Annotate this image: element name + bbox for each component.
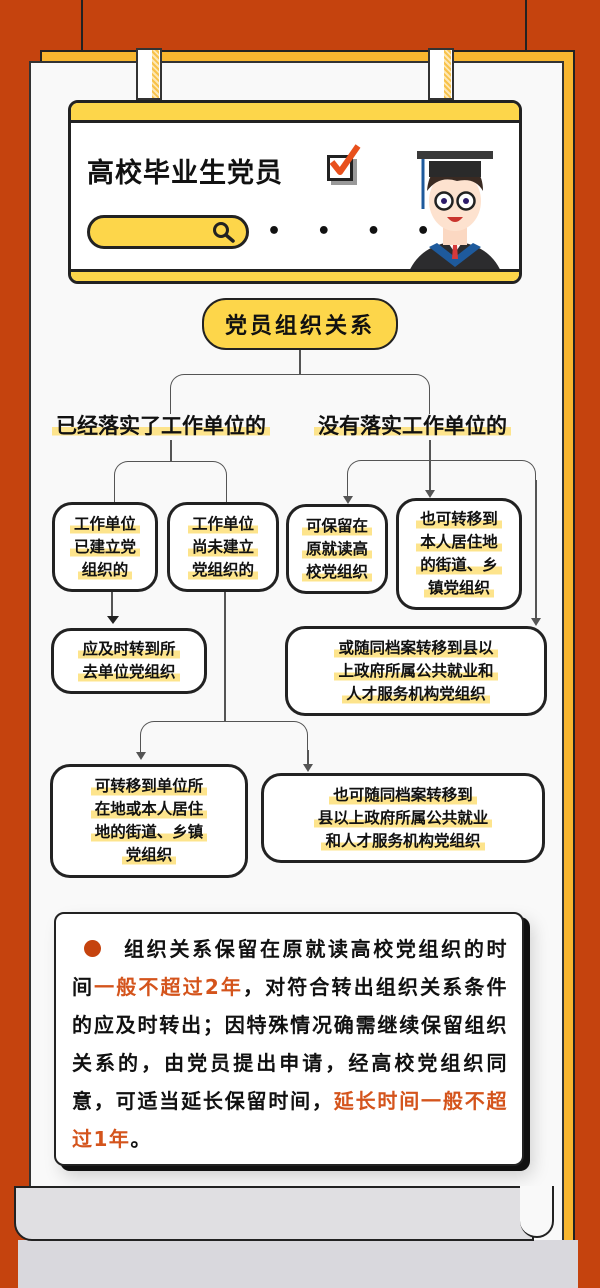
branch-label-unemployed: 没有落实工作单位的 xyxy=(314,410,511,440)
root-node-label: 党员组织关系 xyxy=(224,314,375,339)
connector xyxy=(114,461,227,503)
arrow-down-icon xyxy=(136,752,146,760)
node-transfer-with-archive-employed: 也可随同档案转移到 县以上政府所属公共就业 和人才服务机构党组织 xyxy=(261,773,545,863)
paper-clip-right xyxy=(428,48,454,100)
paper-roll-curl xyxy=(520,1186,554,1238)
search-icon xyxy=(213,222,235,243)
node-transfer-with-archive-unemployed: 或随同档案转移到县以 上政府所属公共就业和 人才服务机构党组织 xyxy=(285,626,547,716)
connector xyxy=(170,374,430,414)
connector xyxy=(299,350,301,375)
arrow-down-icon xyxy=(303,764,313,772)
note-text: 组织关系保留在原就读高校党组织的时间 xyxy=(72,937,508,999)
arrow-down-icon xyxy=(343,496,353,504)
connector xyxy=(307,750,309,766)
connector xyxy=(535,480,537,620)
note-highlight-2-years: 一般不超过2年 xyxy=(94,975,244,999)
note-text: 。 xyxy=(130,1127,152,1151)
root-node: 党员组织关系 xyxy=(202,298,398,350)
node-retain-at-school: 可保留在 原就读高 校党组织 xyxy=(286,504,388,594)
checkbox-check-icon xyxy=(327,144,361,181)
search-bar[interactable] xyxy=(87,215,249,249)
retention-note: 组织关系保留在原就读高校党组织的时间一般不超过2年，对符合转出组织关系条件的应及… xyxy=(54,912,524,1166)
ellipsis-dots: • • • • xyxy=(267,219,445,244)
hanging-string-left xyxy=(81,0,83,88)
paper-roll xyxy=(14,1186,534,1241)
node-unit-has-party-org: 工作单位 已建立党 组织的 xyxy=(52,502,158,592)
branch-label-employed: 已经落实了工作单位的 xyxy=(52,410,270,440)
graduate-avatar xyxy=(405,151,505,281)
node-transfer-to-unit-location: 可转移到单位所 在地或本人居住 地的街道、乡镇 党组织 xyxy=(50,764,248,878)
node-unit-no-party-org: 工作单位 尚未建立 党组织的 xyxy=(167,502,279,592)
page-title: 高校毕业生党员 xyxy=(87,158,283,189)
connector xyxy=(140,721,308,753)
connector xyxy=(111,592,113,618)
node-transfer-to-unit: 应及时转到所 去单位党组织 xyxy=(51,628,207,694)
card-bottom-bar xyxy=(71,269,519,281)
header-card: 高校毕业生党员 • • • • xyxy=(68,100,522,284)
paper-clip-left xyxy=(136,48,162,100)
paper-roll-shadow xyxy=(18,1240,578,1288)
connector xyxy=(170,440,172,462)
note-text: ，对符合转出组织关系条件的应及时转出；因特殊情况确需继续保留组织关系的，由党员提… xyxy=(72,975,509,1113)
arrow-down-icon xyxy=(425,490,435,498)
connector xyxy=(347,460,536,500)
connector xyxy=(429,440,431,492)
arrow-down-icon xyxy=(531,618,541,626)
node-transfer-to-residence: 也可转移到 本人居住地 的街道、乡 镇党组织 xyxy=(396,498,522,610)
card-top-bar xyxy=(71,103,519,123)
bullet-icon xyxy=(84,940,101,957)
note-highlight-1-year: 延长时间一般不超过1年 xyxy=(72,1089,509,1151)
hanging-string-right xyxy=(525,0,527,88)
arrow-down-icon xyxy=(107,616,119,624)
connector xyxy=(224,592,226,722)
